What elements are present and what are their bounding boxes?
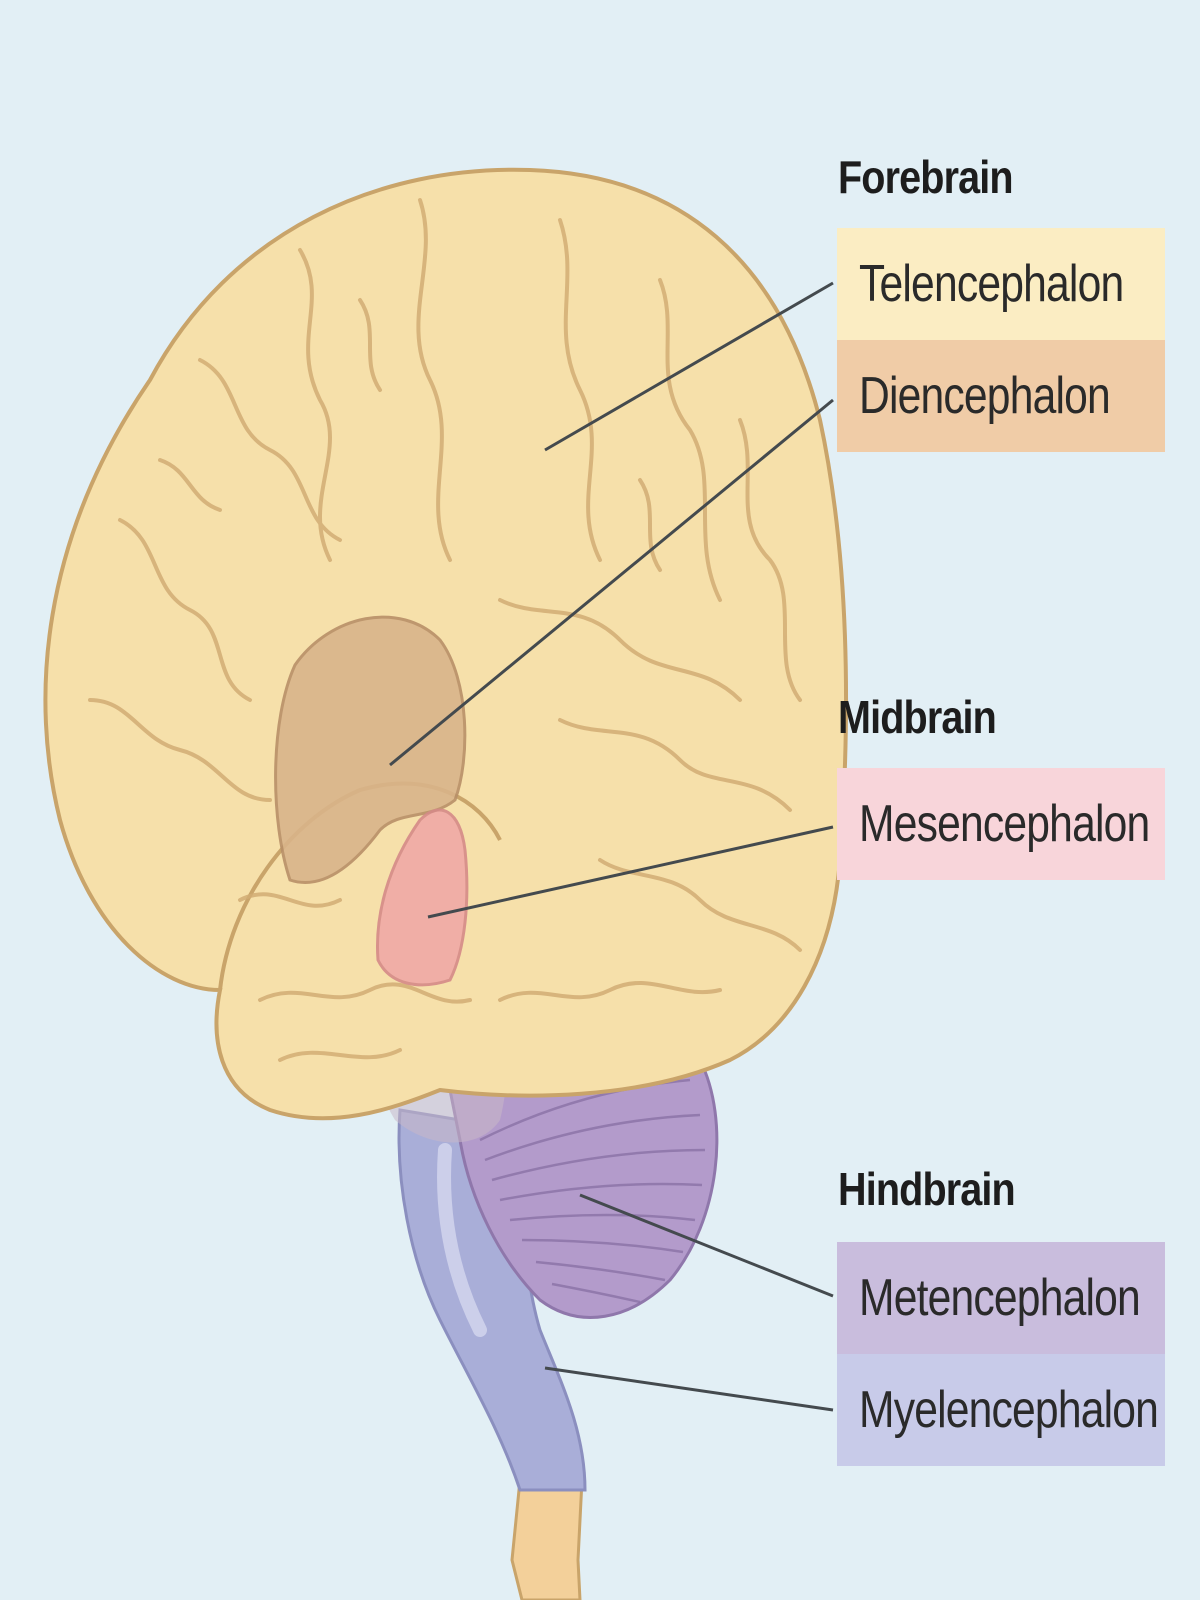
midbrain-heading: Midbrain <box>838 691 997 743</box>
diencephalon-box: Diencephalon <box>837 340 1165 452</box>
mesencephalon-label: Mesencephalon <box>859 795 1150 853</box>
myelencephalon-label: Myelencephalon <box>859 1381 1159 1439</box>
mesencephalon <box>376 808 469 987</box>
leader-line-metencephalon <box>579 1193 834 1298</box>
leader-line-telencephalon <box>544 281 834 452</box>
spinal-cord <box>510 1478 584 1600</box>
leader-line-myelencephalon <box>544 1366 834 1412</box>
telencephalon-box: Telencephalon <box>837 228 1165 340</box>
leader-line-diencephalon <box>389 398 834 767</box>
gyri-pattern <box>88 198 802 1062</box>
hindbrain-heading: Hindbrain <box>838 1163 1016 1215</box>
forebrain-heading: Forebrain <box>838 151 1014 203</box>
brainstem-highlight <box>437 1143 487 1337</box>
leader-line-mesencephalon <box>427 825 834 919</box>
metencephalon-box: Metencephalon <box>837 1242 1165 1354</box>
metencephalon-label: Metencephalon <box>859 1269 1141 1327</box>
cerebellum-folia <box>479 1078 706 1304</box>
myelencephalon-box: Myelencephalon <box>837 1354 1165 1466</box>
diencephalon <box>274 615 467 885</box>
diencephalon-label: Diencephalon <box>859 367 1111 425</box>
cerebrum <box>43 167 848 1121</box>
mesencephalon-box: Mesencephalon <box>837 768 1165 880</box>
telencephalon-label: Telencephalon <box>859 255 1124 313</box>
leader-lines <box>389 281 834 1412</box>
